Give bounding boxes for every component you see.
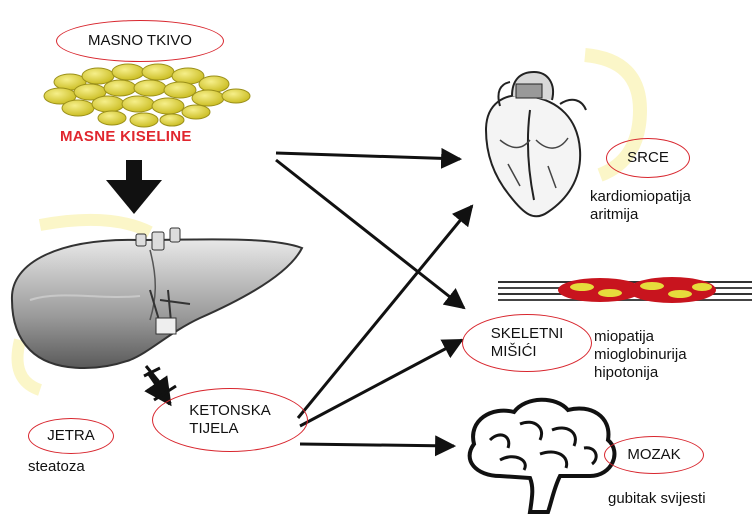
muscle-fiber-icon — [498, 277, 752, 303]
arrow-ketones-to-heart — [298, 206, 472, 418]
liver-label: JETRA — [28, 418, 114, 454]
brain-label: MOZAK — [604, 436, 704, 474]
fat-globules-icon — [44, 64, 250, 127]
arrow-ketones-to-muscle — [300, 340, 462, 426]
ketone-bodies-label: KETONSKA TIJELA — [152, 388, 308, 452]
muscle-conditions: miopatija mioglobinurija hipotonija — [594, 328, 687, 382]
heart-icon — [486, 72, 586, 216]
fat-tissue-text: MASNO TKIVO — [88, 32, 192, 50]
skeletal-muscle-label: SKELETNI MIŠIĆI — [462, 314, 592, 372]
fatty-acids-heading: MASNE KISELINE — [60, 128, 192, 145]
ketone-bodies-text: KETONSKA TIJELA — [189, 402, 270, 438]
liver-icon — [12, 228, 302, 368]
brain-icon — [470, 400, 615, 512]
arrow-acids-to-muscle — [276, 160, 464, 308]
liver-condition: steatoza — [28, 458, 85, 476]
background-swirl — [40, 220, 150, 232]
brain-name-text: MOZAK — [627, 446, 680, 464]
arrow-ketones-to-brain — [300, 444, 454, 446]
skeletal-muscle-text: SKELETNI MIŠIĆI — [491, 325, 564, 361]
liver-name-text: JETRA — [47, 427, 95, 445]
fat-tissue-label: MASNO TKIVO — [56, 20, 224, 62]
heart-conditions: kardiomiopatija aritmija — [590, 188, 691, 224]
down-arrow-icon — [106, 160, 162, 214]
heart-name-text: SRCE — [627, 149, 669, 167]
arrow-acids-to-heart — [276, 153, 460, 159]
brain-condition: gubitak svijesti — [608, 490, 706, 508]
heart-label: SRCE — [606, 138, 690, 178]
